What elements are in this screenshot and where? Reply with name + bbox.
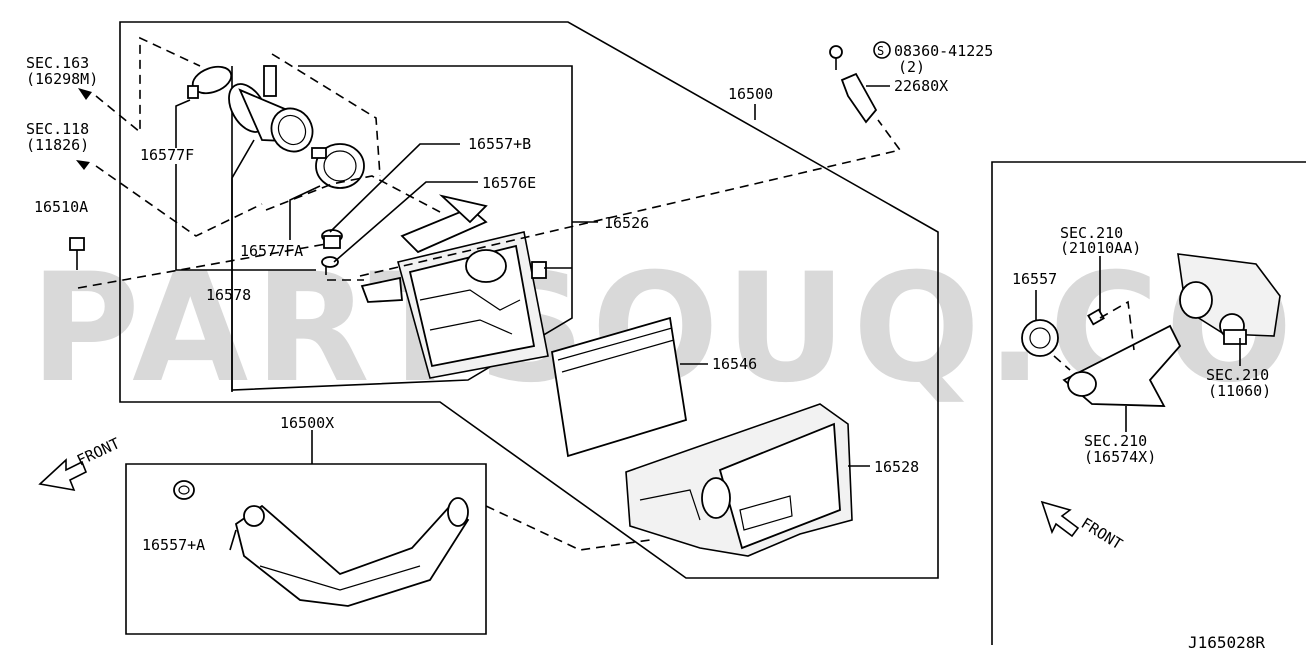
bolt-21010AA <box>1087 308 1105 326</box>
bolt-16510A <box>69 237 85 270</box>
hose-16500X <box>234 497 470 607</box>
front-arrow-icon-left <box>38 458 88 492</box>
label-16526: 16526 <box>604 214 649 232</box>
bracket-22680X <box>840 72 878 124</box>
front-arrow-icon-right <box>1040 500 1080 538</box>
label-16510A: 16510A <box>34 198 88 216</box>
label-22680X: 22680X <box>894 77 948 95</box>
label-16557A: 16557+A <box>142 536 205 554</box>
label-sec163: SEC.163 <box>26 54 89 72</box>
label-sec118: SEC.118 <box>26 120 89 138</box>
assembly-frame-16500 <box>119 21 939 579</box>
grommet-16557B <box>321 229 343 268</box>
label-sec210a: SEC.210 <box>1060 224 1123 242</box>
label-bolt-qty: (2) <box>898 58 925 76</box>
thermostat-housing-11060 <box>1177 253 1281 345</box>
leader-lines <box>175 85 1241 551</box>
label-sec210c-code: (16574X) <box>1084 448 1156 466</box>
label-sec118-code: (11826) <box>26 136 89 154</box>
maf-duct-16578 <box>228 65 314 153</box>
label-16546: 16546 <box>712 355 757 373</box>
label-16500X: 16500X <box>280 414 334 432</box>
label-16528: 16528 <box>874 458 919 476</box>
label-s-symbol: S <box>877 44 884 58</box>
grommet-16557 <box>1021 319 1059 357</box>
label-sec210b: SEC.210 <box>1206 366 1269 384</box>
label-16576E: 16576E <box>482 174 536 192</box>
clamp-16577F <box>187 65 233 99</box>
dashed-connection-lines <box>77 36 1135 551</box>
diagram-id: J165028R <box>1188 633 1265 652</box>
label-16577F: 16577F <box>140 146 194 164</box>
label-sec210c: SEC.210 <box>1084 432 1147 450</box>
grommet-16557A <box>173 480 195 500</box>
label-sec210b-code: (11060) <box>1208 382 1271 400</box>
detail-panel-frame <box>991 161 1306 645</box>
s-symbol-icon <box>873 41 891 59</box>
label-16578: 16578 <box>206 286 251 304</box>
upper-case-16526 <box>360 194 549 379</box>
label-sec163-code: (16298M) <box>26 70 98 88</box>
label-16577FA: 16577FA <box>240 242 303 260</box>
bolt-08360-41225 <box>829 45 843 70</box>
hose-box-16500X <box>125 463 487 635</box>
label-16557: 16557 <box>1012 270 1057 288</box>
lower-case-16528 <box>625 403 853 557</box>
bracket-16574X <box>1062 324 1182 407</box>
arrow-icon <box>76 160 90 170</box>
label-front-left: FRONT <box>74 434 123 469</box>
label-sec210a-code: (21010AA) <box>1060 239 1141 257</box>
label-front-right: FRONT <box>1078 514 1126 553</box>
label-08360-41225: 08360-41225 <box>894 42 993 60</box>
label-16557B: 16557+B <box>468 135 531 153</box>
filter-element-16546 <box>550 316 688 458</box>
label-16500: 16500 <box>728 85 773 103</box>
arrow-icon <box>78 88 92 100</box>
clamp-16577FA <box>311 143 365 189</box>
